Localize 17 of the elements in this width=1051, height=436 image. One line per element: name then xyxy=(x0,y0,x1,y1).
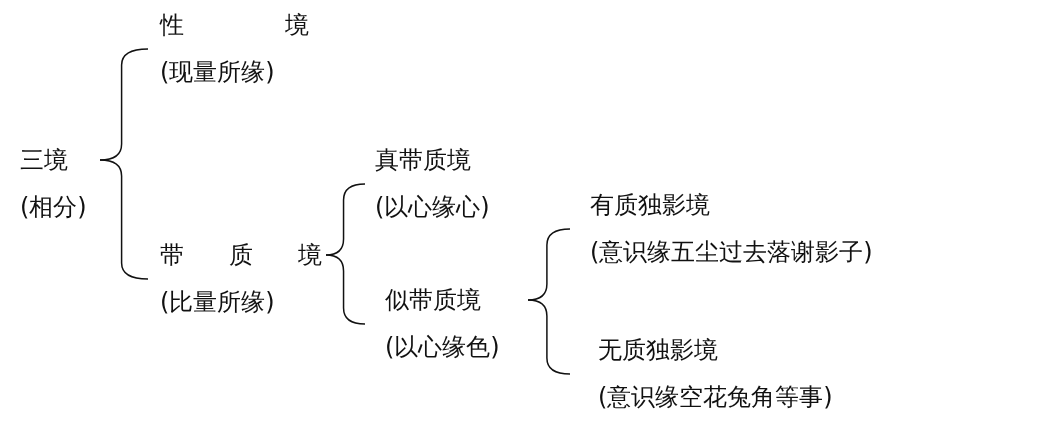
term-label: 真带质境 xyxy=(375,145,471,176)
brace-line xyxy=(99,159,149,280)
note-label: (意识缘空花兔角等事) xyxy=(598,382,833,413)
note-label: (现量所缘) xyxy=(160,57,275,88)
term-label: 三境 xyxy=(20,145,68,176)
note-label: (以心缘色) xyxy=(385,332,500,363)
brace-line xyxy=(325,254,366,325)
term-label: 带质境 xyxy=(160,240,367,271)
note-label: (以心缘心) xyxy=(375,192,490,223)
note-label: (相分) xyxy=(20,192,87,223)
term-label: 性境 xyxy=(160,10,410,41)
term-label: 有质独影境 xyxy=(590,190,710,221)
term-label: 似带质境 xyxy=(385,285,481,316)
note-label: (意识缘五尘过去落谢影子) xyxy=(590,237,873,268)
term-label: 无质独影境 xyxy=(598,335,718,366)
note-label: (比量所缘) xyxy=(160,287,275,318)
brace-line xyxy=(527,299,571,375)
